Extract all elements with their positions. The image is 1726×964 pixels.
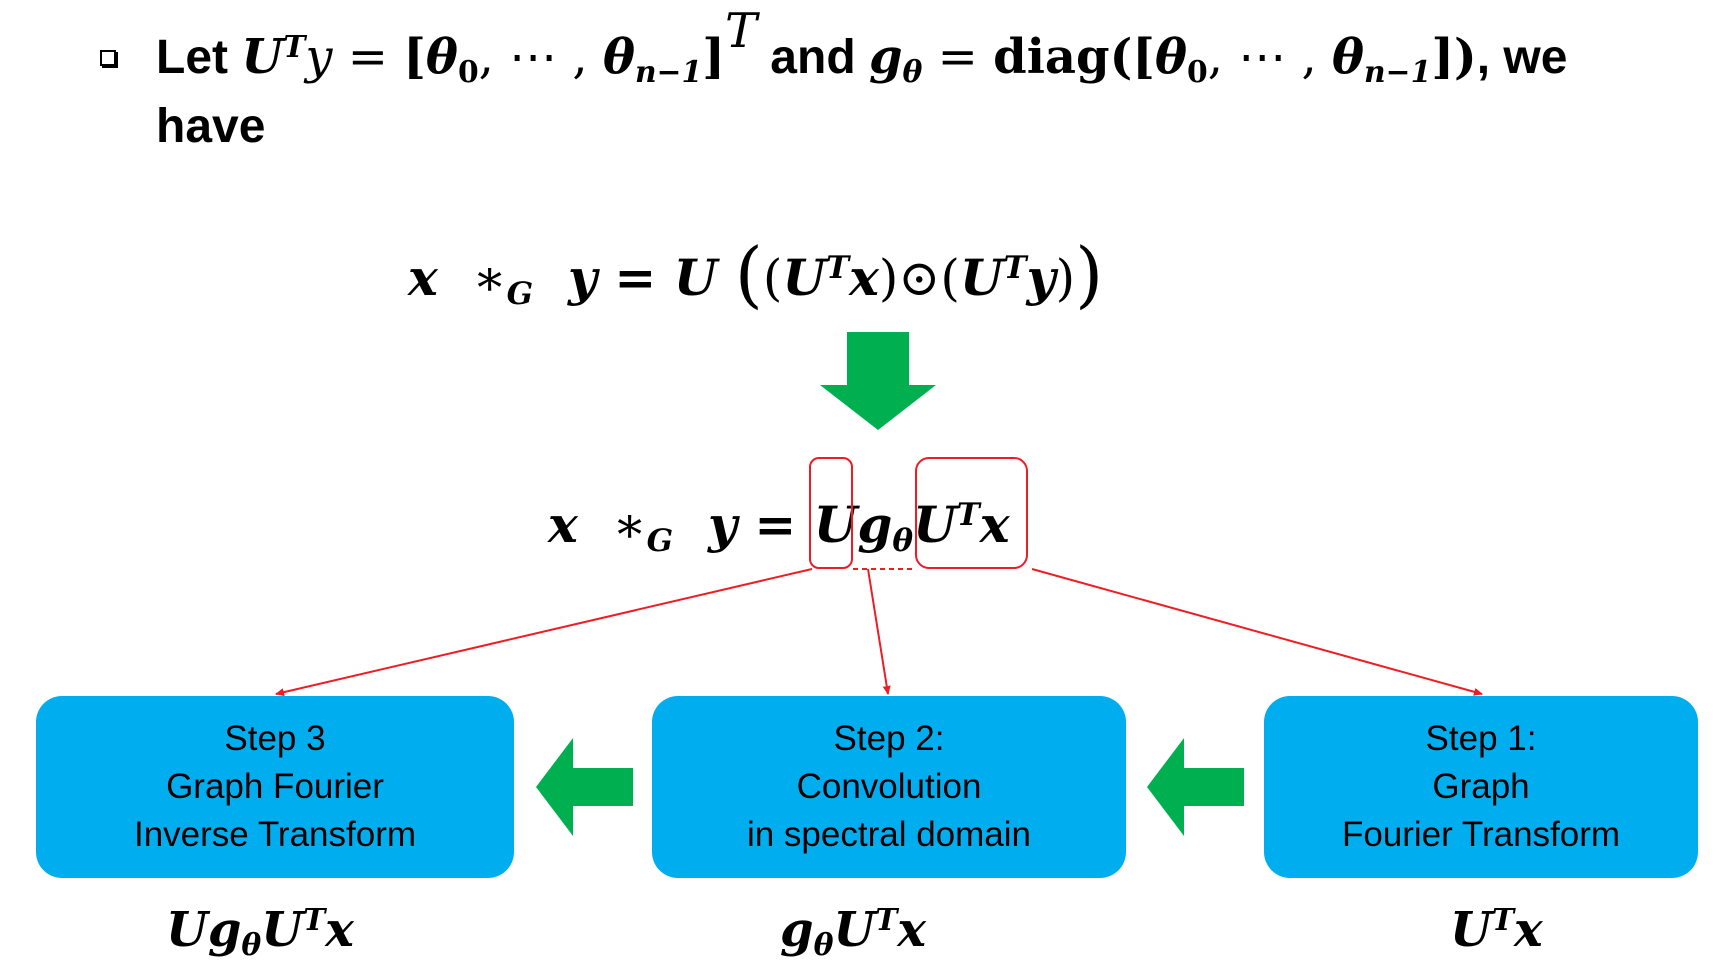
step3-line1: Step 3 <box>224 719 326 758</box>
f1-U: U <box>1450 902 1492 958</box>
f2-g: g <box>780 902 814 958</box>
eq1-x: x <box>408 248 438 307</box>
intro-diag: diag <box>993 29 1110 85</box>
intro-T: T <box>283 29 306 65</box>
left-arrow-icon-2to3 <box>536 738 633 836</box>
equation-decomposed: x ∗G y = UgθUTx <box>548 490 1010 560</box>
intro-cdots2: , ⋯ , <box>1207 29 1333 85</box>
eq2-T: T <box>956 496 980 533</box>
intro-U: U <box>241 29 284 85</box>
formula-step1: UTx <box>1450 900 1543 960</box>
arrow-to-step2 <box>867 568 891 695</box>
eq2-g-sub: θ <box>892 523 914 560</box>
eq2-g: g <box>857 495 893 554</box>
intro-sub0b: 0 <box>1187 54 1208 90</box>
intro-eq: = <box>332 29 404 85</box>
eq1-U: U <box>673 248 718 307</box>
intro-eq2: = <box>922 29 994 85</box>
eq2-x: x <box>548 495 578 554</box>
eq2-U: U <box>813 495 858 554</box>
f3-sub: θ <box>241 927 262 963</box>
step3-box: Step 3 Graph Fourier Inverse Transform <box>36 696 514 878</box>
f3-U: U <box>166 902 208 958</box>
eq2-op-sub: G <box>646 523 674 560</box>
eq1-x2: x <box>849 248 879 307</box>
eq1-y: y <box>567 248 597 307</box>
eq2-U2: U <box>913 495 957 554</box>
f3-g: g <box>207 902 242 958</box>
highlight-UTx <box>915 457 1028 569</box>
step1-line1: Step 1: <box>1425 719 1537 758</box>
bullet-square-icon <box>100 50 116 66</box>
intro-have: have <box>156 100 266 153</box>
step2-box: Step 2: Convolution in spectral domain <box>652 696 1126 878</box>
intro-subn2: n−1 <box>1364 54 1432 90</box>
eq2-x2: x <box>979 495 1010 554</box>
formula-step3: UgθUTx <box>166 900 354 960</box>
intro-cdots: , ⋯ , <box>478 29 603 85</box>
intro-g: g <box>868 29 903 85</box>
eq1-U3: U <box>959 248 1004 307</box>
step2-line3: in spectral domain <box>746 815 1032 854</box>
f2-T: T <box>875 902 898 938</box>
intro-we: , we <box>1476 31 1568 84</box>
intro-sub0: 0 <box>457 54 479 90</box>
intro-y: y <box>305 29 333 85</box>
intro-and: and <box>770 31 856 84</box>
step1-line2: Graph <box>1432 767 1530 806</box>
step1-box: Step 1: Graph Fourier Transform <box>1264 696 1698 878</box>
eq1-op-sub: G <box>506 276 534 313</box>
eq2-eq: = <box>754 495 797 554</box>
eq2-y: y <box>707 495 737 554</box>
step1-line3: Fourier Transform <box>1341 815 1621 854</box>
f2-x: x <box>897 902 927 958</box>
highlight-U <box>809 457 853 569</box>
f3-U2: U <box>261 902 304 958</box>
f3-x: x <box>325 902 354 958</box>
intro-statement: Let UTy = [θ0, ⋯ , θn−1]T and gθ = diag(… <box>156 2 1568 90</box>
step2-line1: Step 2: <box>833 719 945 758</box>
eq1-T2: T <box>1003 249 1027 286</box>
intro-theta0b: θ <box>1155 29 1188 85</box>
f1-T: T <box>1491 902 1514 938</box>
step2-line2: Convolution <box>796 767 982 806</box>
intro-thetan2: θ <box>1332 29 1365 85</box>
eq1-T: T <box>826 249 850 286</box>
f2-sub: θ <box>813 927 834 963</box>
intro-let: Let <box>156 31 228 84</box>
equation-convolution: x ∗G y = U ((UTx)⊙(UTy)) <box>408 232 1104 316</box>
intro-subn: n−1 <box>634 54 703 90</box>
eq1-y2: y <box>1026 248 1056 307</box>
eq1-odot: ⊙ <box>898 249 941 307</box>
intro-thetan: θ <box>602 29 635 85</box>
eq1-U2: U <box>782 248 826 307</box>
arrow-to-step1 <box>1031 568 1483 696</box>
arrow-to-step3 <box>275 568 813 697</box>
intro-T2: T <box>724 2 757 59</box>
formula-step2: gθUTx <box>780 900 926 960</box>
eq2-op: ∗ <box>612 496 647 554</box>
f2-U: U <box>833 902 876 958</box>
down-arrow-icon <box>820 332 936 430</box>
step3-line2: Graph Fourier <box>166 767 384 806</box>
f1-x: x <box>1514 902 1543 958</box>
step3-line3: Inverse Transform <box>133 815 417 854</box>
intro-g-sub: θ <box>902 54 923 90</box>
eq1-op: ∗ <box>472 249 507 307</box>
eq1-eq: = <box>614 248 657 307</box>
left-arrow-icon-1to2 <box>1147 738 1244 836</box>
f3-T: T <box>303 902 326 938</box>
intro-theta0: θ <box>425 29 458 85</box>
